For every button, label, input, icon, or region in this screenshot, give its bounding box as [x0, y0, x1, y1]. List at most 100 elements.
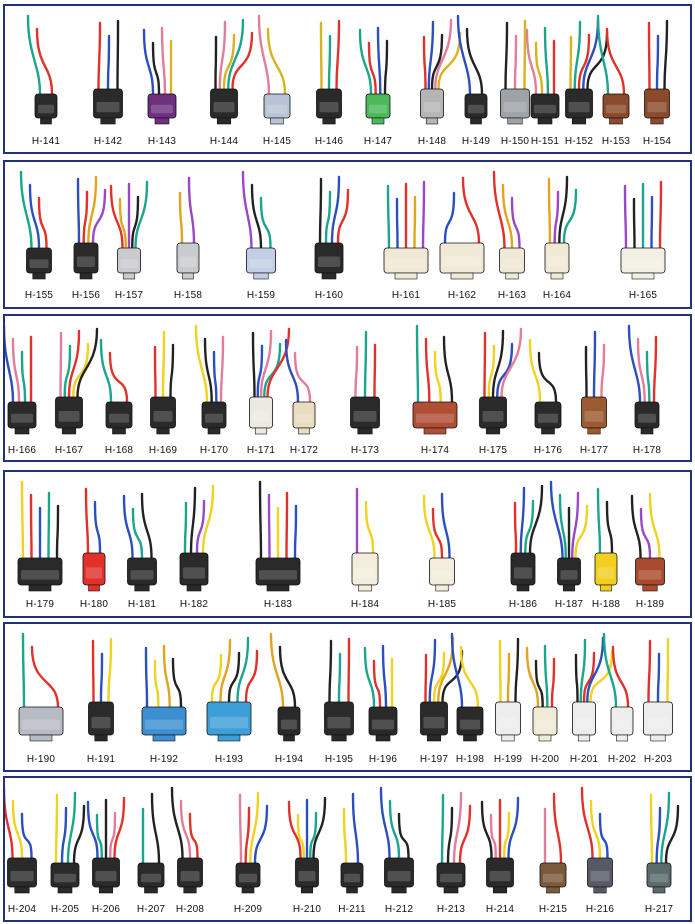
part-number-label: H-171 [246, 445, 276, 456]
connector-h-191 [88, 637, 114, 742]
connector-h-174 [412, 324, 458, 435]
part-number-label: H-152 [564, 136, 594, 147]
connector-h-142 [93, 19, 123, 125]
part-number-label: H-195 [324, 754, 354, 765]
connector-h-145 [257, 14, 291, 125]
connector-h-173 [350, 330, 380, 435]
part-number-label: H-165 [628, 290, 658, 301]
part-number-label: H-176 [533, 445, 563, 456]
part-number-label: H-191 [86, 754, 116, 765]
connector-h-166 [5, 325, 37, 435]
connector-h-171 [249, 327, 291, 435]
part-number-label: H-183 [263, 599, 293, 610]
connector-h-214 [480, 796, 520, 894]
part-number-label: H-159 [246, 290, 276, 301]
connector-h-205 [50, 791, 86, 894]
connector-h-211 [340, 792, 364, 894]
connector-h-192 [141, 644, 187, 742]
part-number-label: H-146 [314, 136, 344, 147]
part-number-label: H-198 [455, 754, 485, 765]
part-number-label: H-149 [461, 136, 491, 147]
part-number-label: H-141 [31, 136, 61, 147]
connector-h-164 [544, 175, 578, 280]
connector-h-195 [324, 637, 354, 742]
part-number-label: H-164 [542, 290, 572, 301]
part-number-label: H-158 [173, 290, 203, 301]
part-number-label: H-142 [93, 136, 123, 147]
connector-h-185 [422, 492, 455, 592]
part-number-label: H-156 [71, 290, 101, 301]
connector-h-148 [420, 18, 462, 125]
part-number-label: H-187 [554, 599, 584, 610]
connector-h-163 [492, 170, 525, 280]
part-number-label: H-179 [25, 599, 55, 610]
part-number-label: H-150 [500, 136, 530, 147]
connector-h-177 [581, 330, 607, 435]
connector-h-213 [436, 791, 472, 894]
connector-h-170 [194, 324, 227, 435]
part-number-label: H-143 [147, 136, 177, 147]
part-number-label: H-155 [24, 290, 54, 301]
part-number-label: H-192 [149, 754, 179, 765]
part-number-label: H-178 [632, 445, 662, 456]
connector-h-156 [73, 175, 107, 280]
part-number-label: H-212 [384, 904, 414, 915]
part-number-label: H-201 [569, 754, 599, 765]
connector-h-157 [109, 180, 149, 280]
row-illustration [5, 786, 680, 894]
connector-h-206 [86, 796, 126, 894]
part-number-label: H-180 [79, 599, 109, 610]
part-number-label: H-189 [635, 599, 665, 610]
part-number-label: H-190 [26, 754, 56, 765]
connector-h-204 [5, 787, 37, 894]
connector-h-217 [646, 791, 680, 894]
part-number-label: H-217 [644, 904, 674, 915]
connector-h-159 [241, 170, 276, 280]
part-number-label: H-206 [91, 904, 121, 915]
part-number-label: H-210 [292, 904, 322, 915]
part-number-label: H-205 [50, 904, 80, 915]
part-number-label: H-182 [179, 599, 209, 610]
row-illustration [26, 14, 670, 125]
connector-h-190 [18, 632, 64, 742]
connector-h-207 [137, 792, 165, 894]
connector-h-183 [255, 480, 301, 592]
connector-h-201 [572, 636, 614, 742]
row-illustration [5, 324, 660, 435]
connector-h-182 [179, 484, 215, 592]
part-number-label: H-154 [642, 136, 672, 147]
part-number-label: H-184 [350, 599, 380, 610]
part-number-label: H-203 [643, 754, 673, 765]
connector-h-158 [176, 176, 200, 280]
part-number-label: H-175 [478, 445, 508, 456]
connector-h-200 [525, 644, 558, 742]
connector-h-202 [602, 632, 634, 742]
part-number-label: H-188 [591, 599, 621, 610]
connector-h-194 [269, 632, 301, 742]
connector-h-149 [456, 14, 488, 125]
part-number-label: H-144 [209, 136, 239, 147]
connector-h-176 [528, 338, 562, 435]
part-number-label: H-209 [233, 904, 263, 915]
row-illustration [18, 632, 673, 742]
part-number-label: H-185 [427, 599, 457, 610]
part-number-label: H-196 [368, 754, 398, 765]
connector-h-161 [383, 180, 429, 280]
part-number-label: H-197 [419, 754, 449, 765]
connector-h-215 [539, 792, 567, 894]
part-number-label: H-147 [363, 136, 393, 147]
part-number-label: H-168 [104, 445, 134, 456]
connector-h-199 [495, 637, 521, 742]
part-number-label: H-214 [485, 904, 515, 915]
part-number-label: H-172 [289, 445, 319, 456]
part-number-label: H-145 [262, 136, 292, 147]
connector-h-160 [314, 175, 350, 280]
connector-h-146 [316, 19, 342, 125]
connector-h-189 [630, 492, 665, 592]
connector-h-210 [287, 796, 327, 894]
